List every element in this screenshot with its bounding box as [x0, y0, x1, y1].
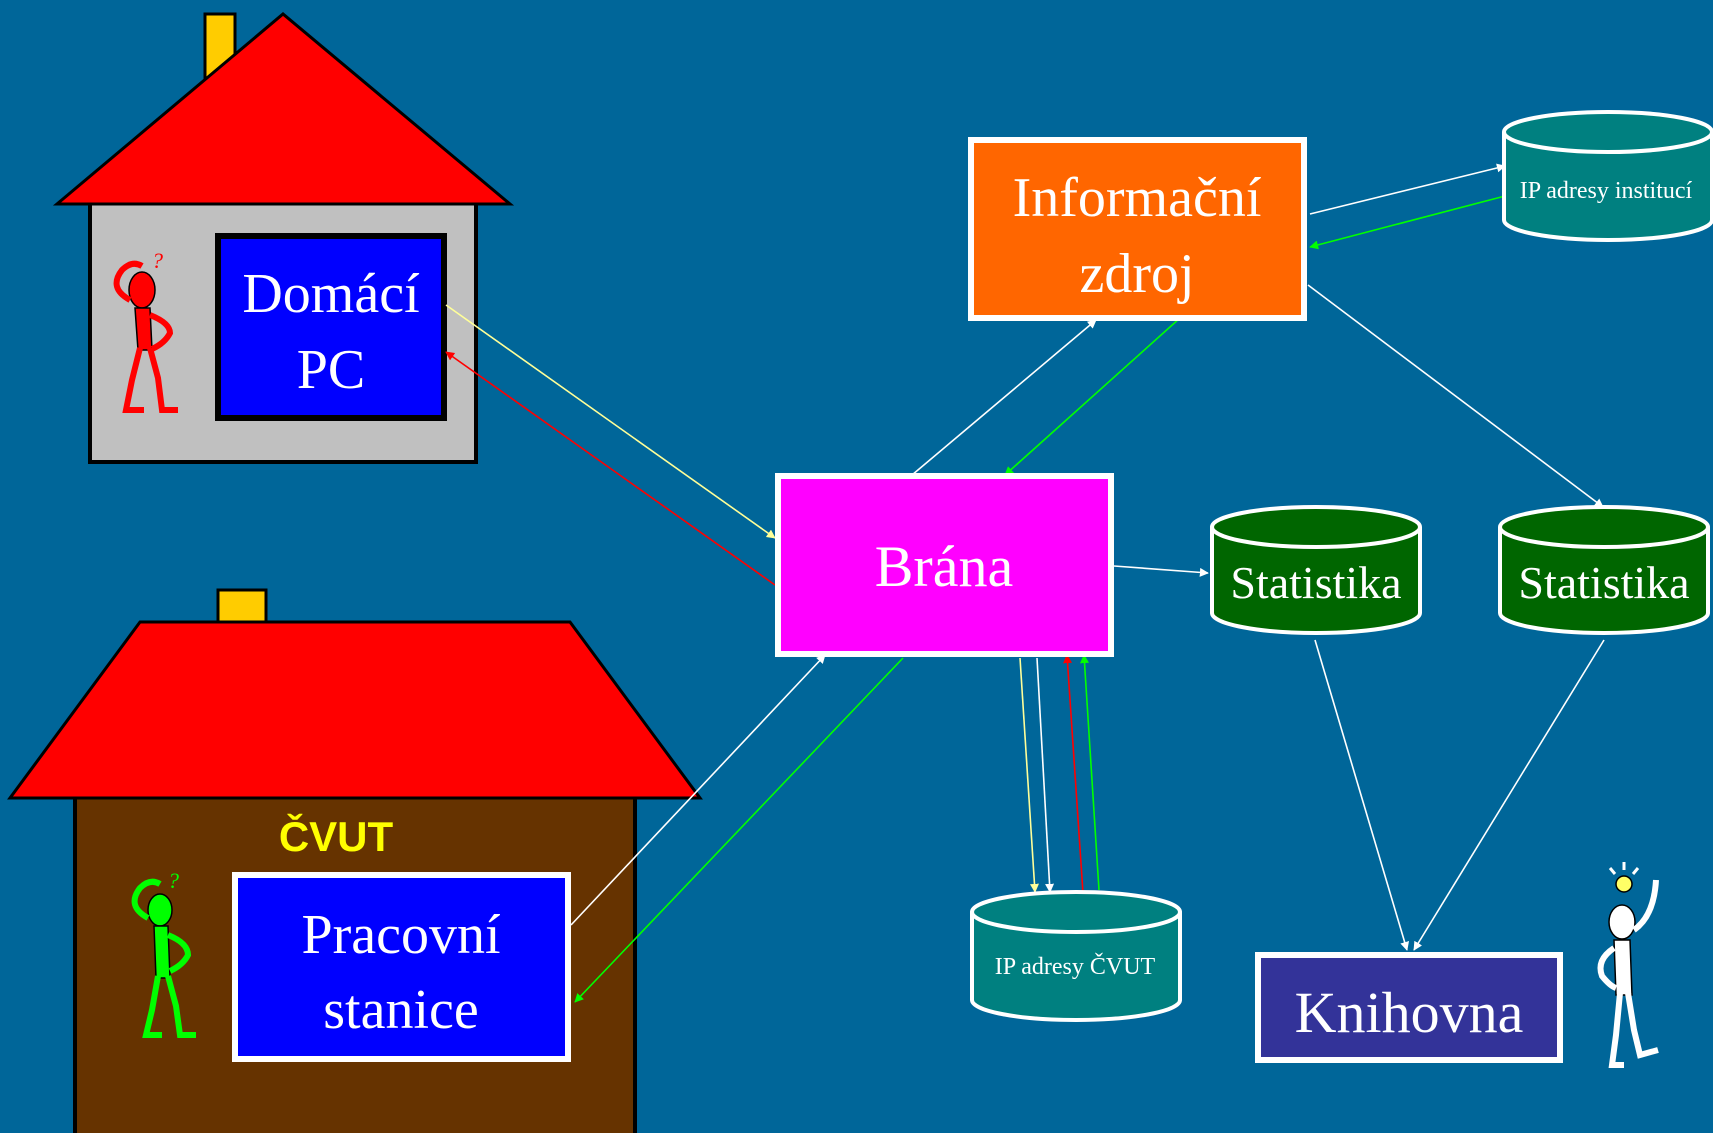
cvut-pc-label-line2: stanice — [323, 979, 478, 1041]
connectors — [445, 163, 1605, 1003]
gateway-node[interactable]: Brána — [775, 473, 1114, 657]
confused-person-green-icon: ? — [131, 868, 196, 1038]
arrow-stats-right-to-library — [1413, 639, 1605, 951]
cvut-pc-box[interactable] — [232, 872, 571, 1062]
arrow-workstation-to-gateway — [570, 654, 826, 926]
ip-institutions-label: IP adresy institucí — [1520, 178, 1693, 204]
stats-left-label: Statistika — [1230, 557, 1401, 608]
arrow-info-to-ipinst — [1309, 163, 1506, 215]
home-house: Domácí PC ? — [52, 12, 515, 464]
cvut-pc-label-line1: Pracovní — [301, 904, 500, 966]
stats-left-db[interactable]: Statistika — [1210, 505, 1422, 635]
svg-text:?: ? — [152, 248, 163, 273]
info-source-node[interactable]: Informační zdroj — [968, 137, 1307, 321]
info-source-label-line2: zdroj — [1079, 243, 1194, 305]
ip-institutions-db-top — [1502, 110, 1713, 154]
ip-institutions-db[interactable]: IP adresy institucí — [1502, 110, 1713, 242]
ip-cvut-db-top — [970, 890, 1182, 934]
arrow-home-to-gateway — [445, 304, 776, 539]
stats-right-db[interactable]: Statistika — [1498, 505, 1710, 635]
arrow-gateway-to-stats-left — [1113, 565, 1209, 577]
cvut-roof — [7, 620, 703, 800]
ip-cvut-label: IP adresy ČVUT — [995, 953, 1156, 980]
library-box[interactable] — [1255, 952, 1563, 1063]
info-source-label-line1: Informační — [1013, 167, 1262, 229]
arrow-gateway-to-ipcvut-white — [1036, 657, 1055, 893]
home-pc-label-line1: Domácí — [242, 263, 419, 325]
ip-cvut-db-body — [970, 912, 1182, 1022]
gateway-box[interactable] — [775, 473, 1114, 657]
confused-person-red-icon: ? — [113, 248, 178, 413]
arrow-stats-left-to-library — [1314, 639, 1410, 951]
arrow-gateway-to-ipcvut-yellow — [1019, 657, 1039, 893]
library-label: Knihovna — [1295, 980, 1524, 1045]
library-node[interactable]: Knihovna — [1255, 952, 1563, 1063]
home-pc-label-line2: PC — [297, 339, 366, 401]
arrow-ipcvut-to-gateway-red — [1063, 654, 1084, 894]
stats-left-db-body — [1210, 527, 1422, 635]
arrow-gateway-to-info — [911, 319, 1097, 476]
arrow-gateway-to-home — [445, 351, 776, 586]
ip-cvut-db[interactable]: IP adresy ČVUT — [970, 890, 1182, 1022]
home-roof — [52, 12, 515, 206]
svg-text:?: ? — [168, 868, 179, 893]
stats-right-label: Statistika — [1518, 557, 1689, 608]
cvut-house: ČVUT Pracovní stanice ? — [7, 588, 703, 1133]
arrow-ipcvut-to-gateway-green — [1080, 654, 1100, 891]
arrow-info-to-stats-right — [1307, 284, 1604, 508]
info-source-box[interactable] — [968, 137, 1307, 321]
arrow-ipinst-to-info — [1309, 195, 1506, 250]
stats-left-db-top — [1210, 505, 1422, 549]
arrow-info-to-gateway — [1004, 317, 1181, 476]
stats-right-db-body — [1498, 527, 1710, 635]
arrow-gateway-to-workstation — [574, 657, 904, 1003]
ip-institutions-db-body — [1502, 132, 1713, 242]
stats-right-db-top — [1498, 505, 1710, 549]
gateway-label: Brána — [875, 534, 1014, 599]
idea-person-white-icon — [1597, 862, 1659, 1068]
cvut-label: ČVUT — [279, 812, 394, 860]
home-pc-box[interactable] — [215, 233, 447, 421]
